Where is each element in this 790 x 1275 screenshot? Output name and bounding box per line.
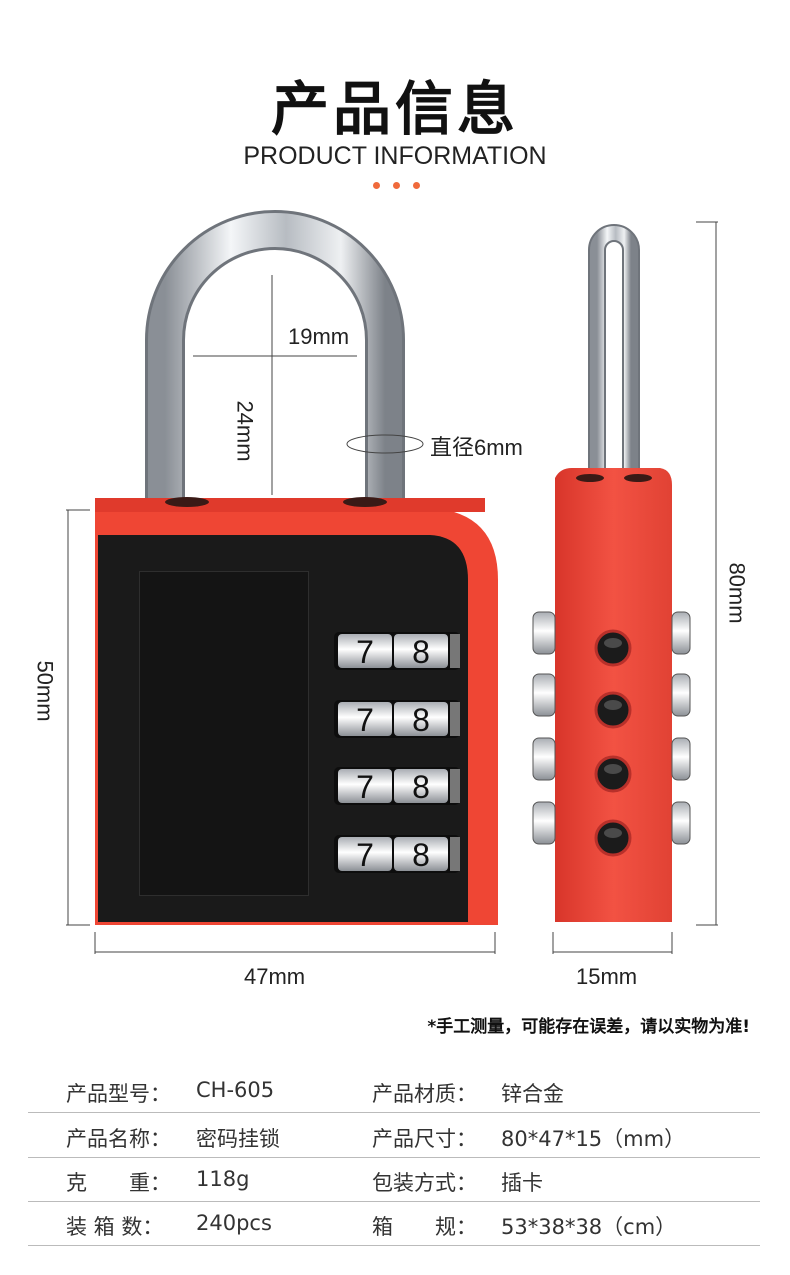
dial-digit: 7 bbox=[356, 837, 374, 873]
body-width-label: 47mm bbox=[244, 964, 306, 989]
body-depth-label: 15mm bbox=[576, 964, 638, 989]
dial-digit: 7 bbox=[356, 702, 374, 738]
page-subtitle: PRODUCT INFORMATION bbox=[243, 142, 547, 170]
measurement-note: *手工测量，可能存在误差，请以实物为准! bbox=[427, 1017, 750, 1037]
body-height-label: 50mm bbox=[32, 660, 58, 722]
shackle-width-label: 19mm bbox=[288, 324, 350, 349]
spec-row: 克 重：118g 包装方式：插卡 bbox=[28, 1157, 760, 1202]
spec-row: 产品名称：密码挂锁 产品尺寸：80*47*15（mm） bbox=[28, 1113, 760, 1158]
decorative-dots bbox=[373, 182, 420, 189]
spec-row: 产品型号：CH-605 产品材质：锌合金 bbox=[28, 1068, 760, 1113]
page-title: 产品信息 bbox=[270, 75, 519, 143]
shackle-height-label: 24mm bbox=[232, 400, 258, 462]
dial-digit: 8 bbox=[412, 769, 430, 805]
dial-digit: 8 bbox=[412, 702, 430, 738]
shackle-diameter-label: 直径6mm bbox=[430, 435, 523, 460]
dial-digit: 7 bbox=[356, 769, 374, 805]
dial-digit: 8 bbox=[412, 837, 430, 873]
total-height-label: 80mm bbox=[724, 562, 750, 624]
dial-digit: 7 bbox=[356, 634, 374, 670]
dial-digit: 8 bbox=[412, 634, 430, 670]
spec-row: 装 箱 数：240pcs 箱 规：53*38*38（cm） bbox=[28, 1201, 760, 1246]
dimension-lines bbox=[66, 221, 718, 954]
front-shackle bbox=[145, 210, 405, 505]
side-dial-rings bbox=[532, 611, 691, 857]
side-shackle bbox=[588, 224, 640, 500]
